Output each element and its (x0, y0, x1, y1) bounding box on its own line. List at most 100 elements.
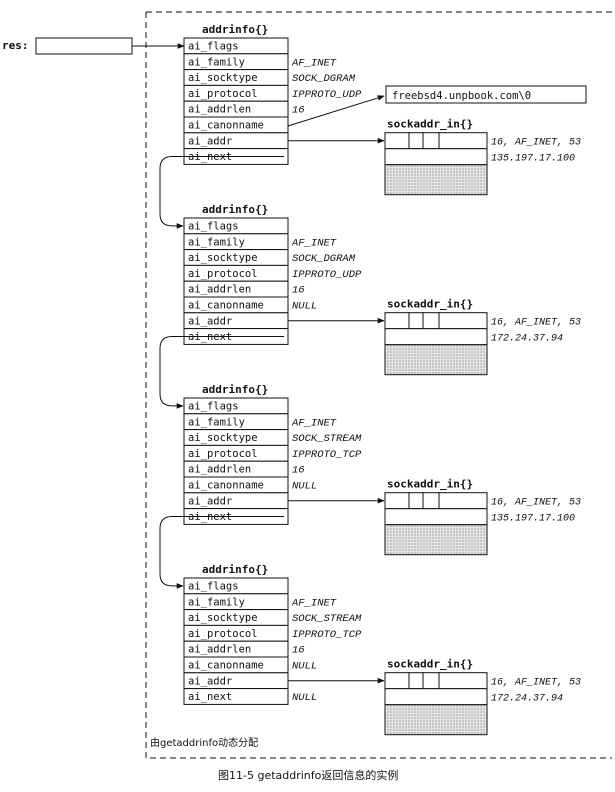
sockaddr-ip-address: 135.197.17.100 (491, 514, 575, 525)
sockaddr-ip-address: 172.24.37.94 (491, 334, 563, 345)
addrinfo-field-name: ai_next (188, 151, 232, 163)
ai-next-link-arrow (159, 516, 284, 589)
addrinfo-field-value: NULL (292, 661, 317, 673)
addrinfo-field-name: ai_next (188, 511, 232, 523)
addrinfo-field-name: ai_canonname (188, 660, 264, 672)
addrinfo-field-name: ai_addrlen (188, 464, 251, 476)
addrinfo-field-name: ai_socktype (188, 252, 258, 264)
addrinfo-field-value: NULL (292, 692, 317, 704)
addrinfo-field-name: ai_canonname (188, 480, 264, 492)
addrinfo-field-name: ai_family (188, 596, 245, 608)
sockaddr-port-cell (408, 492, 424, 510)
addrinfo-field-value: 16 (292, 105, 305, 117)
addrinfo-field-name: ai_addrlen (188, 644, 251, 656)
addrinfo-field-name: ai_flags (188, 401, 239, 413)
addrinfo-field-name: ai_family (188, 416, 245, 428)
addrinfo-field-name: ai_addrlen (188, 104, 251, 116)
sockaddr-port-cell (422, 312, 440, 330)
dynamic-allocation-region (145, 11, 612, 759)
figure-caption: 图11-5 getaddrinfo返回信息的实例 (218, 768, 398, 782)
sockaddr-port-cell (408, 312, 424, 330)
sockaddr-ip-cell (384, 328, 488, 346)
addrinfo-field-name: ai_protocol (188, 88, 258, 100)
addrinfo-field-name: ai_socktype (188, 72, 258, 84)
addrinfo-field-value: NULL (292, 301, 317, 313)
ai-next-link-arrow (159, 156, 284, 229)
addrinfo-field-value: IPPROTO_TCP (292, 629, 362, 641)
addrinfo-field-value: SOCK_STREAM (292, 433, 362, 445)
addrinfo-field-name: ai_addr (188, 135, 232, 147)
addrinfo-field-name: ai_canonname (188, 120, 264, 132)
addrinfo-field-value: AF_INET (291, 417, 337, 429)
sockaddr-port-cell (422, 132, 440, 150)
addrinfo-field-value: IPPROTO_UDP (292, 269, 362, 281)
addrinfo-field-name: ai_addrlen (188, 284, 251, 296)
addrinfo-field-value: SOCK_DGRAM (292, 253, 356, 265)
addrinfo-field-name: ai_protocol (188, 448, 258, 460)
addrinfo-field-name: ai_canonname (188, 300, 264, 312)
sockaddr-len-family-cell (384, 132, 410, 150)
addrinfo-field-value: AF_INET (291, 57, 337, 69)
sockaddr-port-cell (422, 492, 440, 510)
sockaddr-padding-cell (438, 492, 488, 510)
sockaddr-ip-cell (384, 148, 488, 166)
addrinfo-field-cell (183, 688, 289, 705)
sockaddr-title: sockaddr_in{} (387, 118, 473, 131)
ai-next-link-arrow (159, 336, 284, 409)
addrinfo-field-name: ai_next (188, 331, 232, 343)
sockaddr-ip-cell (384, 508, 488, 526)
addrinfo-field-value: 16 (292, 465, 305, 477)
addrinfo-title: addrinfo{} (202, 23, 268, 36)
addrinfo-field-name: ai_protocol (188, 268, 258, 280)
sockaddr-port-cell (408, 672, 424, 690)
addrinfo-field-name: ai_family (188, 236, 245, 248)
addrinfo-field-name: ai_socktype (188, 432, 258, 444)
addrinfo-title: addrinfo{} (202, 383, 268, 396)
addrinfo-field-name: ai_flags (188, 221, 239, 233)
addrinfo-field-name: ai_next (188, 691, 232, 703)
addrinfo-title: addrinfo{} (202, 203, 268, 216)
sockaddr-zero-cell (384, 524, 488, 556)
res-label: res: (2, 39, 29, 52)
canonname-string-box (385, 85, 587, 104)
addrinfo-field-value: SOCK_DGRAM (292, 73, 356, 85)
sockaddr-len-family-cell (384, 492, 410, 510)
sockaddr-len-family-port: 16, AF_INET, 53 (491, 318, 581, 329)
sockaddr-zero-cell (384, 344, 488, 376)
sockaddr-ip-cell (384, 688, 488, 706)
addrinfo-field-value: AF_INET (291, 597, 337, 609)
addrinfo-title: addrinfo{} (202, 563, 268, 576)
addrinfo-field-value: 16 (292, 285, 305, 297)
sockaddr-title: sockaddr_in{} (387, 478, 473, 491)
sockaddr-padding-cell (438, 132, 488, 150)
canonname-string: freebsd4.unpbook.com\0 (392, 90, 531, 102)
sockaddr-len-family-cell (384, 672, 410, 690)
res-pointer-box (35, 37, 133, 55)
sockaddr-title: sockaddr_in{} (387, 658, 473, 671)
addrinfo-field-value: NULL (292, 481, 317, 493)
addrinfo-field-value: IPPROTO_TCP (292, 449, 362, 461)
sockaddr-zero-cell (384, 164, 488, 196)
sockaddr-port-cell (408, 132, 424, 150)
addrinfo-field-value: 16 (292, 645, 305, 657)
allocation-note: 由getaddrinfo动态分配 (150, 736, 258, 749)
sockaddr-len-family-port: 16, AF_INET, 53 (491, 138, 581, 149)
sockaddr-len-family-cell (384, 312, 410, 330)
sockaddr-zero-cell (384, 704, 488, 736)
addrinfo-field-value: SOCK_STREAM (292, 613, 362, 625)
addrinfo-field-name: ai_flags (188, 41, 239, 53)
sockaddr-ip-address: 172.24.37.94 (491, 694, 563, 705)
sockaddr-port-cell (422, 672, 440, 690)
addrinfo-field-name: ai_addr (188, 675, 232, 687)
addrinfo-field-name: ai_family (188, 56, 245, 68)
sockaddr-ip-address: 135.197.17.100 (491, 154, 575, 165)
canonname-arrow (287, 95, 385, 127)
addrinfo-field-value: IPPROTO_UDP (292, 89, 362, 101)
addrinfo-field-name: ai_protocol (188, 628, 258, 640)
sockaddr-title: sockaddr_in{} (387, 298, 473, 311)
addrinfo-field-name: ai_socktype (188, 612, 258, 624)
addrinfo-field-name: ai_flags (188, 581, 239, 593)
addrinfo-field-name: ai_addr (188, 495, 232, 507)
sockaddr-len-family-port: 16, AF_INET, 53 (491, 678, 581, 689)
